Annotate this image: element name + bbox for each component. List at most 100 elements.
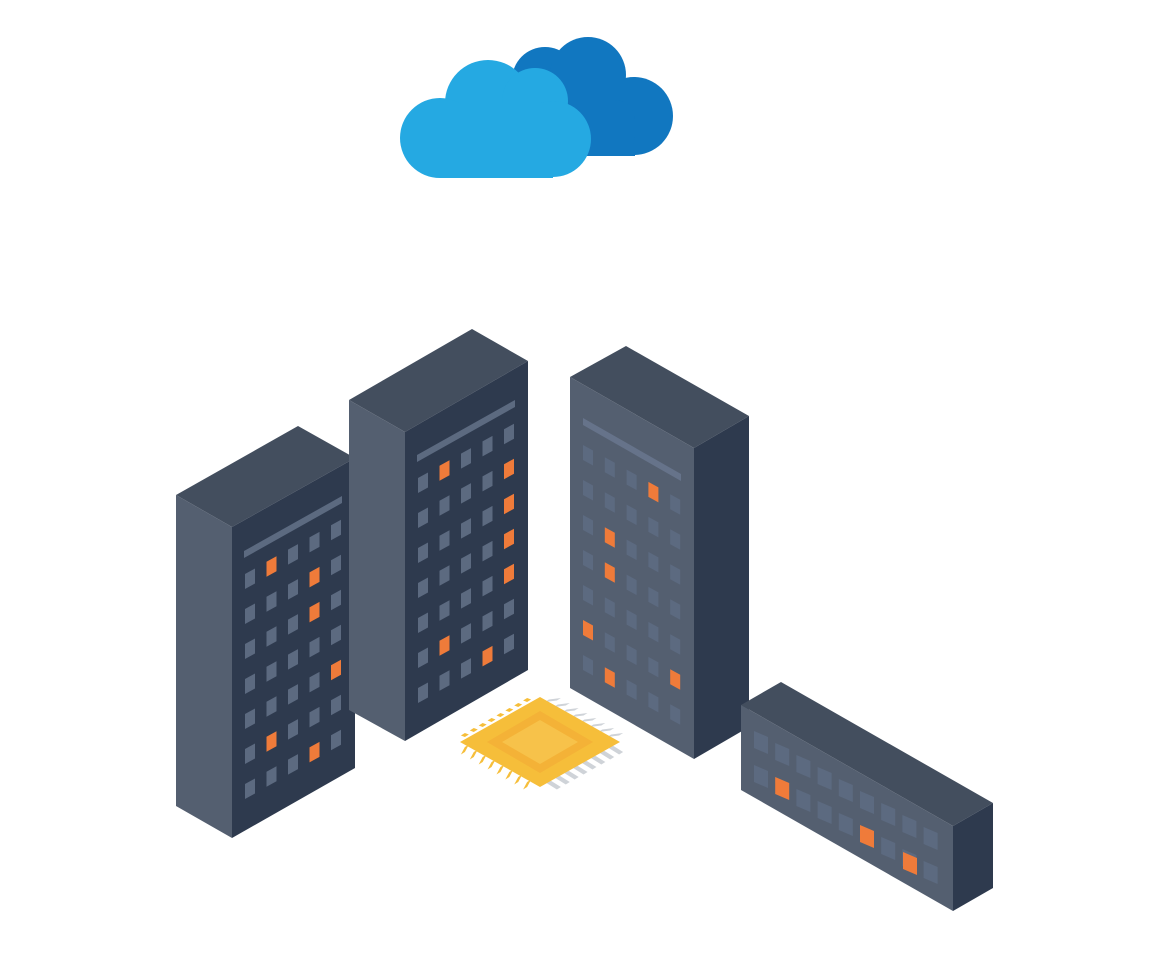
window: [245, 743, 255, 764]
server-rack-icon: [176, 426, 355, 838]
chip-pin: [487, 718, 496, 722]
window: [923, 861, 938, 884]
window: [754, 765, 768, 788]
window: [461, 448, 471, 469]
chip-pin: [562, 708, 579, 712]
window: [331, 624, 341, 646]
chip-icon: [460, 697, 624, 790]
window: [583, 585, 593, 606]
window: [604, 632, 615, 653]
window: [418, 507, 428, 528]
window: [461, 553, 471, 574]
window-grid: [583, 445, 681, 725]
window: [461, 623, 471, 644]
window: [648, 656, 659, 678]
window: [245, 638, 255, 659]
window: [288, 754, 298, 775]
window: [288, 579, 298, 600]
chip-pin: [544, 779, 561, 790]
chip-pin: [523, 698, 532, 702]
lit-window: [648, 481, 659, 503]
window: [860, 791, 874, 814]
window: [418, 612, 428, 633]
window: [670, 529, 681, 550]
lit-window: [266, 731, 277, 752]
window: [245, 708, 255, 729]
window: [439, 530, 450, 551]
lit-window: [860, 825, 874, 848]
window: [266, 696, 277, 717]
chip-pin: [580, 759, 597, 770]
chip-pin: [523, 779, 532, 790]
window: [309, 531, 320, 553]
window: [461, 588, 471, 609]
window: [504, 423, 514, 445]
window: [626, 539, 637, 561]
window: [838, 813, 853, 836]
chip-pin: [514, 703, 523, 707]
window: [418, 577, 428, 598]
window: [670, 634, 681, 655]
window: [331, 519, 341, 541]
lit-window: [331, 659, 341, 681]
window: [817, 767, 832, 790]
window: [309, 706, 320, 728]
window: [309, 671, 320, 693]
window: [439, 495, 450, 516]
lit-window: [439, 635, 450, 656]
chip-pin: [544, 698, 561, 702]
window: [670, 494, 681, 515]
window: [331, 729, 341, 751]
chip-pin: [496, 713, 505, 717]
window: [482, 575, 493, 597]
chip-pin: [496, 764, 505, 775]
window: [670, 704, 681, 725]
chip-pin: [460, 733, 469, 737]
window: [266, 766, 277, 787]
window: [604, 457, 615, 478]
window: [482, 435, 493, 457]
window: [418, 472, 428, 493]
lit-window: [670, 669, 681, 690]
window: [288, 649, 298, 670]
window: [754, 731, 768, 754]
server-rack-icon: [349, 329, 528, 741]
window: [583, 550, 593, 571]
server-unit-icon: [741, 682, 993, 911]
window: [288, 684, 298, 705]
chip-pin: [571, 713, 588, 717]
window: [648, 516, 659, 538]
window: [482, 610, 493, 632]
chip-pin: [598, 728, 615, 732]
lit-window: [439, 460, 450, 481]
chip-pin: [514, 774, 523, 785]
window: [331, 694, 341, 716]
lit-window: [903, 852, 917, 875]
chip-pin: [478, 723, 487, 727]
chip-pin: [589, 723, 606, 727]
window: [626, 679, 637, 701]
window: [881, 803, 896, 826]
window: [288, 614, 298, 635]
window: [439, 565, 450, 586]
window: [583, 515, 593, 536]
window-grid: [245, 519, 341, 799]
window: [461, 518, 471, 539]
lit-window: [775, 777, 790, 800]
lit-window: [604, 527, 615, 548]
window: [838, 779, 853, 802]
chip-pin: [607, 733, 624, 737]
chip-pin: [478, 754, 487, 765]
chip-pin: [487, 759, 496, 770]
lit-window: [604, 667, 615, 688]
window: [504, 598, 514, 620]
window: [648, 621, 659, 643]
chip-pin: [460, 744, 469, 755]
window: [418, 542, 428, 563]
window: [583, 480, 593, 501]
lit-window: [583, 620, 593, 641]
window: [648, 691, 659, 713]
window: [583, 445, 593, 466]
